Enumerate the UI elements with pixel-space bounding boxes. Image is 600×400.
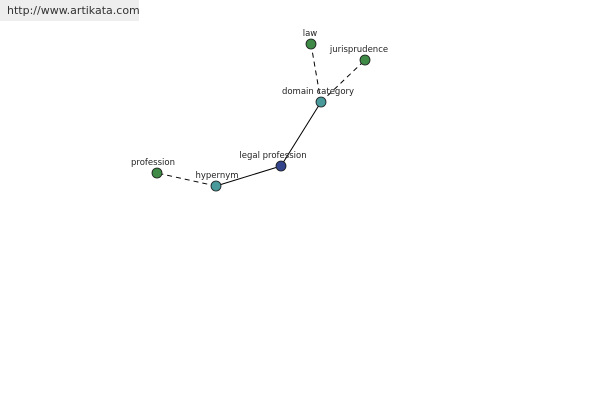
node-law[interactable]: law: [303, 29, 318, 50]
node-legal-profession[interactable]: legal profession: [239, 151, 307, 172]
node-jurisprudence[interactable]: jurisprudence: [329, 45, 388, 66]
url-banner[interactable]: http://www.artikata.com: [0, 0, 140, 21]
node-hypernym[interactable]: hypernym: [195, 171, 239, 192]
edge-hypernym-profession: [156, 172, 217, 187]
node-profession-label[interactable]: profession: [131, 158, 175, 168]
node-domain-category-dot[interactable]: [315, 96, 327, 108]
node-hypernym-label[interactable]: hypernym: [195, 171, 238, 181]
edge-domain_category-jurisprudence: [320, 59, 366, 103]
node-legal-profession-dot[interactable]: [275, 160, 287, 172]
node-hypernym-dot[interactable]: [210, 180, 222, 192]
edge-domain_category-law: [310, 43, 322, 103]
node-profession[interactable]: profession: [131, 158, 175, 179]
node-legal-profession-label[interactable]: legal profession: [239, 151, 306, 161]
node-jurisprudence-label[interactable]: jurisprudence: [329, 45, 388, 55]
url-text[interactable]: http://www.artikata.com: [7, 4, 140, 17]
node-jurisprudence-dot[interactable]: [359, 54, 371, 66]
node-domain-category-label[interactable]: domain category: [282, 87, 354, 97]
node-law-dot[interactable]: [305, 38, 317, 50]
node-profession-dot[interactable]: [151, 167, 163, 179]
node-domain-category[interactable]: domain category: [282, 87, 354, 108]
edge-legal_profession-hypernym: [215, 165, 282, 187]
edges-layer: [156, 43, 366, 187]
node-law-label[interactable]: law: [303, 29, 318, 39]
edge-legal_profession-domain_category: [280, 101, 322, 167]
